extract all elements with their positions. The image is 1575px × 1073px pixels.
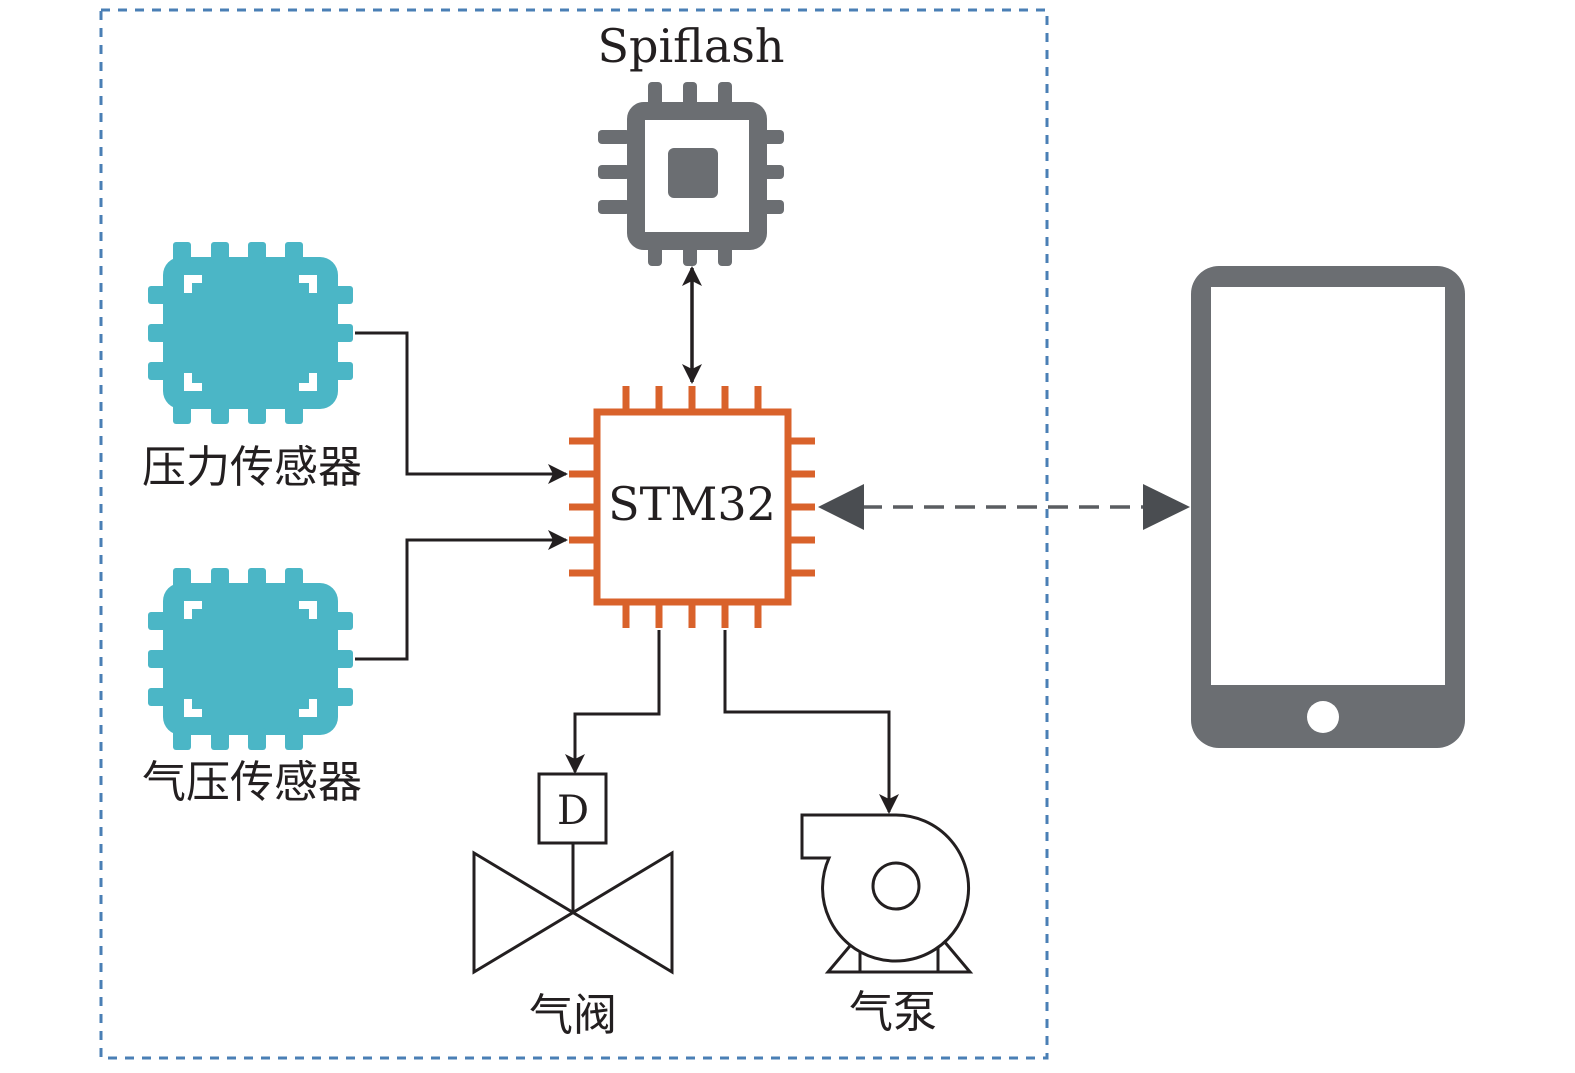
connector-baro-mcu xyxy=(355,530,568,661)
pump-icon xyxy=(800,813,974,974)
spiflash-chip-icon xyxy=(598,82,784,266)
pressure-sensor-icon xyxy=(148,242,353,424)
valve-label: 气阀 xyxy=(529,990,617,1041)
spiflash-label: Spiflash xyxy=(597,19,784,73)
system-boundary xyxy=(99,8,1049,1060)
smartphone-icon xyxy=(1191,266,1465,748)
connector-mcu-valve xyxy=(565,630,661,774)
connector-mcu-phone xyxy=(818,484,1190,530)
baro-sensor-label: 气压传感器 xyxy=(142,757,362,808)
valve-actuator-letter: D xyxy=(557,788,589,834)
phone-home-button xyxy=(1307,701,1339,733)
arrowhead-left xyxy=(818,484,864,530)
pump-label: 气泵 xyxy=(849,987,937,1038)
arrowhead-right xyxy=(1143,484,1190,530)
valve-icon xyxy=(472,772,674,975)
connector-mcu-pump xyxy=(723,630,899,814)
stm32-chip-icon xyxy=(569,386,815,628)
pressure-sensor-label: 压力传感器 xyxy=(142,442,362,493)
baro-sensor-icon xyxy=(148,568,353,750)
stm32-label: STM32 xyxy=(608,477,776,531)
connector-pressure-mcu xyxy=(355,331,568,484)
